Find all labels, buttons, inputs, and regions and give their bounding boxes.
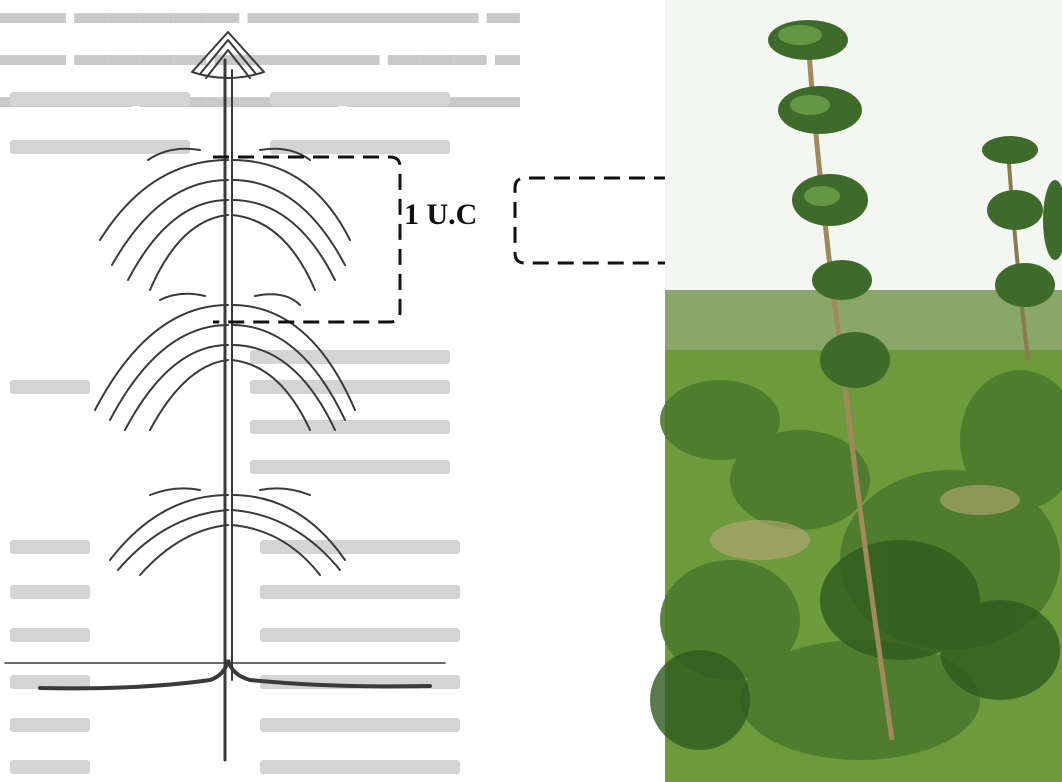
young-tree-photo	[650, 0, 1062, 782]
sketch-bracket	[213, 157, 400, 322]
unit-of-growth-label: 1 U.C	[404, 198, 477, 232]
